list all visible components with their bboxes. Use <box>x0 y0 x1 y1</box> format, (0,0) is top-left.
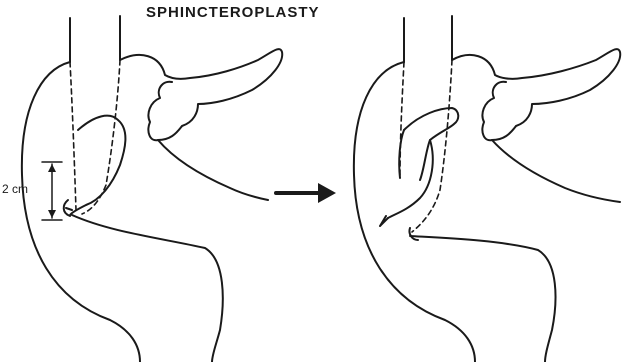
right-duodenum-outer <box>354 62 475 362</box>
left-duodenum-outer <box>22 62 140 362</box>
left-duodenum-inner <box>72 215 223 362</box>
left-pancreas-body <box>158 140 268 200</box>
left-pancreatic-duct-dashed <box>82 60 120 214</box>
left-pancreas <box>120 49 282 140</box>
left-bile-duct-dashed <box>70 62 76 210</box>
left-panel <box>22 16 282 362</box>
right-pancreas <box>452 49 620 140</box>
left-ampulla <box>70 116 125 215</box>
transition-arrow <box>276 183 336 203</box>
scale-label: 2 cm <box>2 182 28 196</box>
right-duodenum-inner <box>410 236 555 362</box>
right-bile-duct-dashed <box>400 62 404 178</box>
right-panel <box>354 16 620 362</box>
scale-bar <box>42 162 62 220</box>
right-pancreas-body <box>492 140 620 202</box>
right-papilla-tip <box>380 216 418 240</box>
